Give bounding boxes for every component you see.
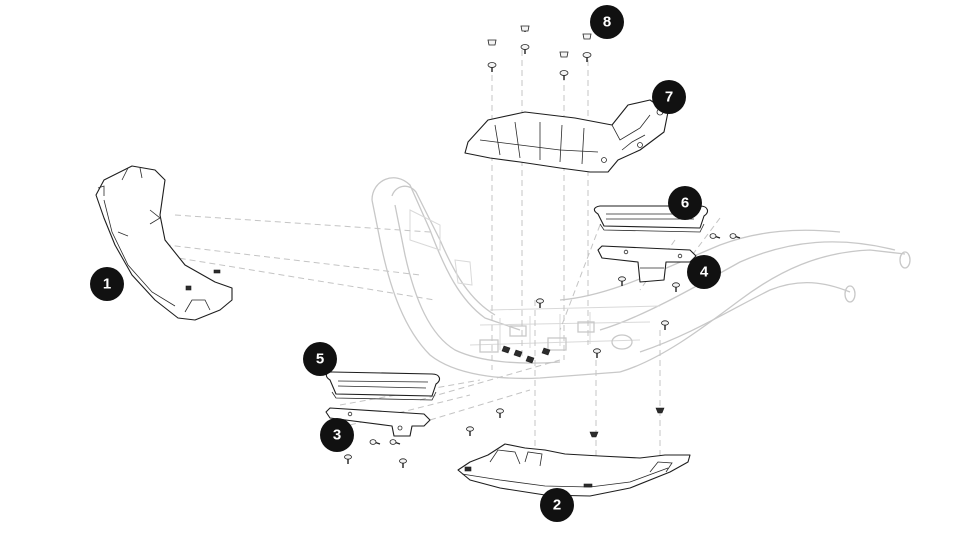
screw — [559, 70, 569, 80]
callout-5: 5 — [303, 342, 337, 376]
screw — [496, 408, 504, 418]
callout-8: 8 — [590, 5, 624, 39]
screw — [487, 39, 497, 46]
screw — [729, 233, 741, 239]
callout-label-1: 1 — [103, 276, 111, 293]
callout-label-4: 4 — [700, 264, 709, 281]
callout-circle — [90, 267, 124, 301]
screw — [593, 348, 601, 358]
callout-label-5: 5 — [316, 351, 324, 368]
callout-label-8: 8 — [603, 14, 611, 31]
screw — [559, 51, 569, 58]
part-4-right-bracket — [597, 233, 741, 292]
screw — [520, 25, 530, 32]
screw — [344, 454, 352, 464]
part-5-left-footboard-pad — [325, 371, 441, 401]
screw — [389, 439, 401, 445]
screw — [536, 298, 544, 308]
part-8-screws — [487, 25, 592, 80]
callout-circle — [320, 418, 354, 452]
callout-circle — [590, 5, 624, 39]
callout-4: 4 — [687, 255, 721, 289]
callout-circle — [540, 488, 574, 522]
callout-label-2: 2 — [553, 497, 561, 514]
callout-circle — [303, 342, 337, 376]
screw — [618, 276, 626, 286]
screw — [672, 282, 680, 292]
screw — [399, 458, 407, 468]
part-7-upper-tray — [464, 99, 669, 173]
loose-fasteners — [466, 298, 669, 438]
part-1-fairing-panel — [95, 165, 233, 321]
callout-6: 6 — [668, 186, 702, 220]
screw — [709, 233, 721, 239]
callout-circle — [687, 255, 721, 289]
screw — [582, 52, 592, 62]
callout-7: 7 — [652, 80, 686, 114]
frame-assembly — [371, 177, 911, 380]
callout-2: 2 — [540, 488, 574, 522]
part-3-left-bracket — [325, 407, 431, 468]
screw — [520, 44, 530, 54]
callout-3: 3 — [320, 418, 354, 452]
screw — [661, 320, 669, 330]
callout-1: 1 — [90, 267, 124, 301]
screw — [466, 426, 474, 436]
callout-label-6: 6 — [681, 195, 689, 212]
callout-label-3: 3 — [333, 427, 341, 444]
part-2-lower-skid-plate — [457, 443, 691, 497]
callout-label-7: 7 — [665, 89, 673, 106]
callout-circle — [668, 186, 702, 220]
screw — [369, 439, 381, 445]
callout-circle — [652, 80, 686, 114]
screw — [487, 62, 497, 72]
screw — [582, 33, 592, 40]
